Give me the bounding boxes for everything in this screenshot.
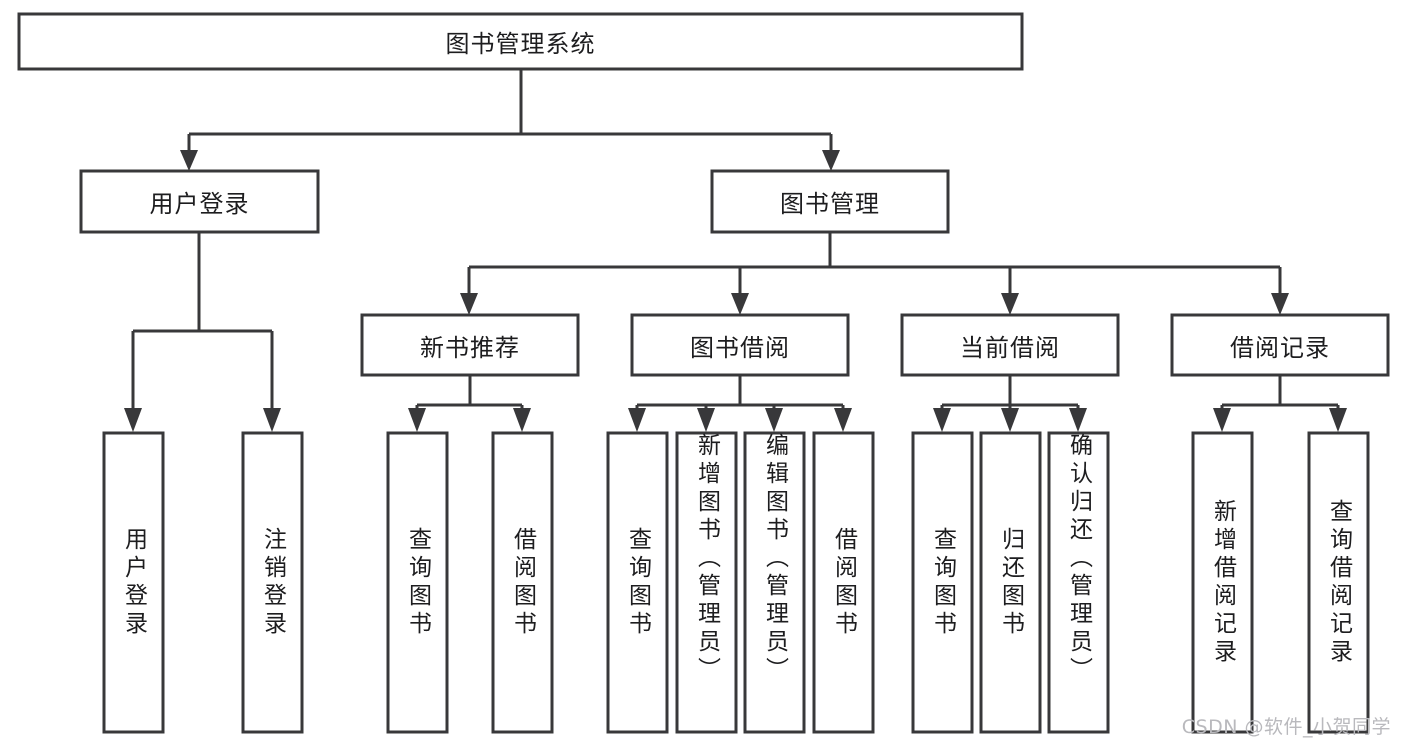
leaf-borrow-record-add-record[interactable]	[1191, 431, 1254, 734]
leaf-borrow-record-query-record[interactable]	[1307, 431, 1370, 734]
leaf-book-borrow-query-book[interactable]	[606, 431, 669, 734]
arrowhead-leaf-user-login	[124, 408, 142, 432]
leaf-book-borrow-edit-book[interactable]	[743, 431, 806, 734]
leaf-new-book-borrow-book[interactable]	[491, 431, 554, 734]
arrowhead-cb-confirm-return	[1069, 408, 1087, 432]
arrowhead-user-login	[180, 150, 198, 171]
node-book-management[interactable]	[710, 169, 950, 234]
leaf-current-borrow-confirm-return[interactable]	[1047, 431, 1110, 734]
arrowhead-nbr-borrow-book	[513, 408, 531, 432]
arrowhead-br-add-record	[1213, 408, 1231, 432]
csdn-watermark: CSDN @软件_小贺同学	[1181, 716, 1391, 738]
arrowhead-current-borrow	[1001, 293, 1019, 315]
arrowhead-bb-borrow-book	[834, 408, 852, 432]
arrowhead-bb-add-book	[697, 408, 715, 432]
arrowhead-bb-query-book	[628, 408, 646, 432]
arrowhead-br-query-record	[1329, 408, 1347, 432]
arrowhead-book-management	[822, 150, 840, 171]
arrowhead-cb-return-book	[1001, 408, 1019, 432]
leaf-new-book-query-book[interactable]	[386, 431, 449, 734]
node-root-book-management-system[interactable]	[17, 12, 1024, 71]
node-borrow-record[interactable]	[1170, 313, 1390, 377]
arrowhead-borrow-record	[1271, 293, 1289, 315]
leaf-current-borrow-return-book[interactable]	[979, 431, 1042, 734]
leaf-user-login-logout[interactable]	[241, 431, 304, 734]
arrowhead-bb-edit-book	[765, 408, 783, 432]
arrowhead-cb-query-book	[933, 408, 951, 432]
arrowhead-leaf-logout	[263, 408, 281, 432]
arrowhead-new-book-recommend	[460, 293, 478, 315]
leaf-book-borrow-add-book[interactable]	[675, 431, 738, 734]
node-current-borrow[interactable]	[900, 313, 1120, 377]
leaf-current-borrow-query-book[interactable]	[911, 431, 974, 734]
leaf-book-borrow-borrow-book[interactable]	[812, 431, 875, 734]
node-new-book-recommend[interactable]	[360, 313, 580, 377]
node-user-login[interactable]	[79, 169, 320, 234]
arrowhead-nbr-query-book	[408, 408, 426, 432]
arrowhead-book-borrow	[731, 293, 749, 315]
node-book-borrow[interactable]	[630, 313, 850, 377]
leaf-user-login-user-login[interactable]	[102, 431, 165, 734]
